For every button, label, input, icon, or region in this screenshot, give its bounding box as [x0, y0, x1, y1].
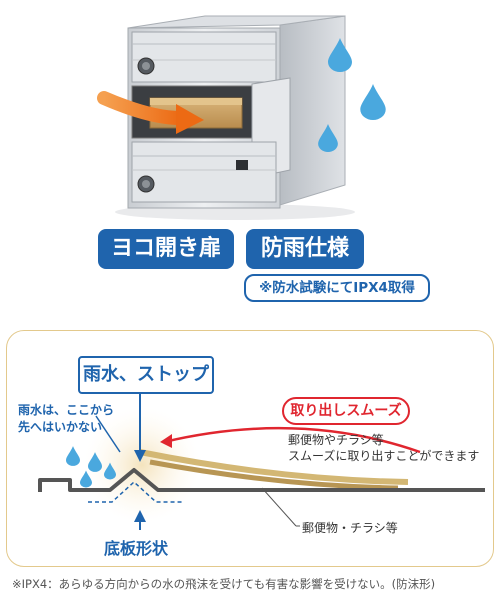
rain-note: 雨水は、ここから 先へはいかない: [18, 402, 114, 436]
rain-note-line: 先へはいかない: [18, 420, 103, 434]
smooth-description: 郵便物やチラシ等 スムーズに取り出すことができます: [288, 432, 479, 464]
raindrop-icon: [104, 462, 116, 480]
base-shape-label: 底板形状: [104, 539, 169, 558]
raindrop-icon: [360, 84, 386, 120]
mailbox-illustration: [97, 15, 355, 220]
raindrop-icon: [80, 470, 92, 488]
raindrop-icon: [88, 452, 102, 472]
cross-section-diagram: [38, 390, 485, 530]
rain-note-line: 雨水は、ここから: [18, 403, 115, 417]
smooth-retrieval-label: 取り出しスムーズ: [282, 397, 410, 425]
raindrop-icon: [328, 38, 352, 72]
rain-stop-label: 雨水、ストップ: [78, 356, 214, 394]
feature-badge-side-door: ヨコ開き扉: [98, 229, 234, 269]
mail-label: 郵便物・チラシ等: [302, 521, 398, 535]
ipx4-footnote: ※IPX4：あらゆる方向からの水の飛沫を受けても有害な影響を受けない。(防沫形): [12, 577, 436, 591]
raindrop-icon: [318, 124, 338, 152]
smooth-description-line: スムーズに取り出すことができます: [288, 449, 480, 463]
feature-badge-rainproof: 防雨仕様: [246, 229, 364, 269]
waterproof-test-note: ※防水試験にてIPX4取得: [244, 274, 430, 302]
smooth-description-line: 郵便物やチラシ等: [288, 433, 384, 447]
raindrop-icon: [66, 446, 80, 466]
